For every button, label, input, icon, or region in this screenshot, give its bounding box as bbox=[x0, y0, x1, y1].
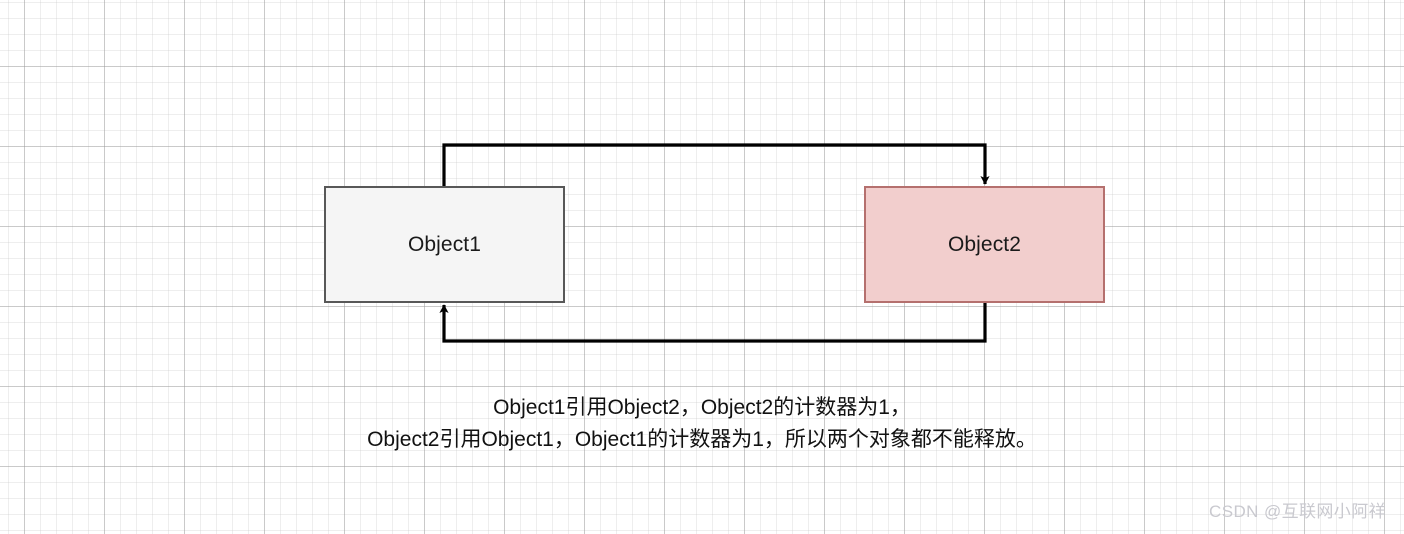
node-object1[interactable]: Object1 bbox=[324, 186, 565, 303]
node-object1-label: Object1 bbox=[407, 233, 482, 256]
node-object2-label: Object2 bbox=[947, 233, 1022, 256]
caption-line-2: Object2引用Object1，Object1的计数器为1，所以两个对象都不能… bbox=[367, 428, 1037, 451]
node-object2[interactable]: Object2 bbox=[864, 186, 1105, 303]
diagram-caption: Object1引用Object2，Object2的计数器为1， Object2引… bbox=[0, 392, 1404, 456]
edge-object2-to-object1 bbox=[439, 303, 987, 343]
caption-line-1: Object1引用Object2，Object2的计数器为1， bbox=[493, 396, 911, 419]
watermark: CSDN @互联网小阿祥 bbox=[1209, 502, 1386, 521]
edge-object1-to-object2 bbox=[442, 143, 990, 186]
